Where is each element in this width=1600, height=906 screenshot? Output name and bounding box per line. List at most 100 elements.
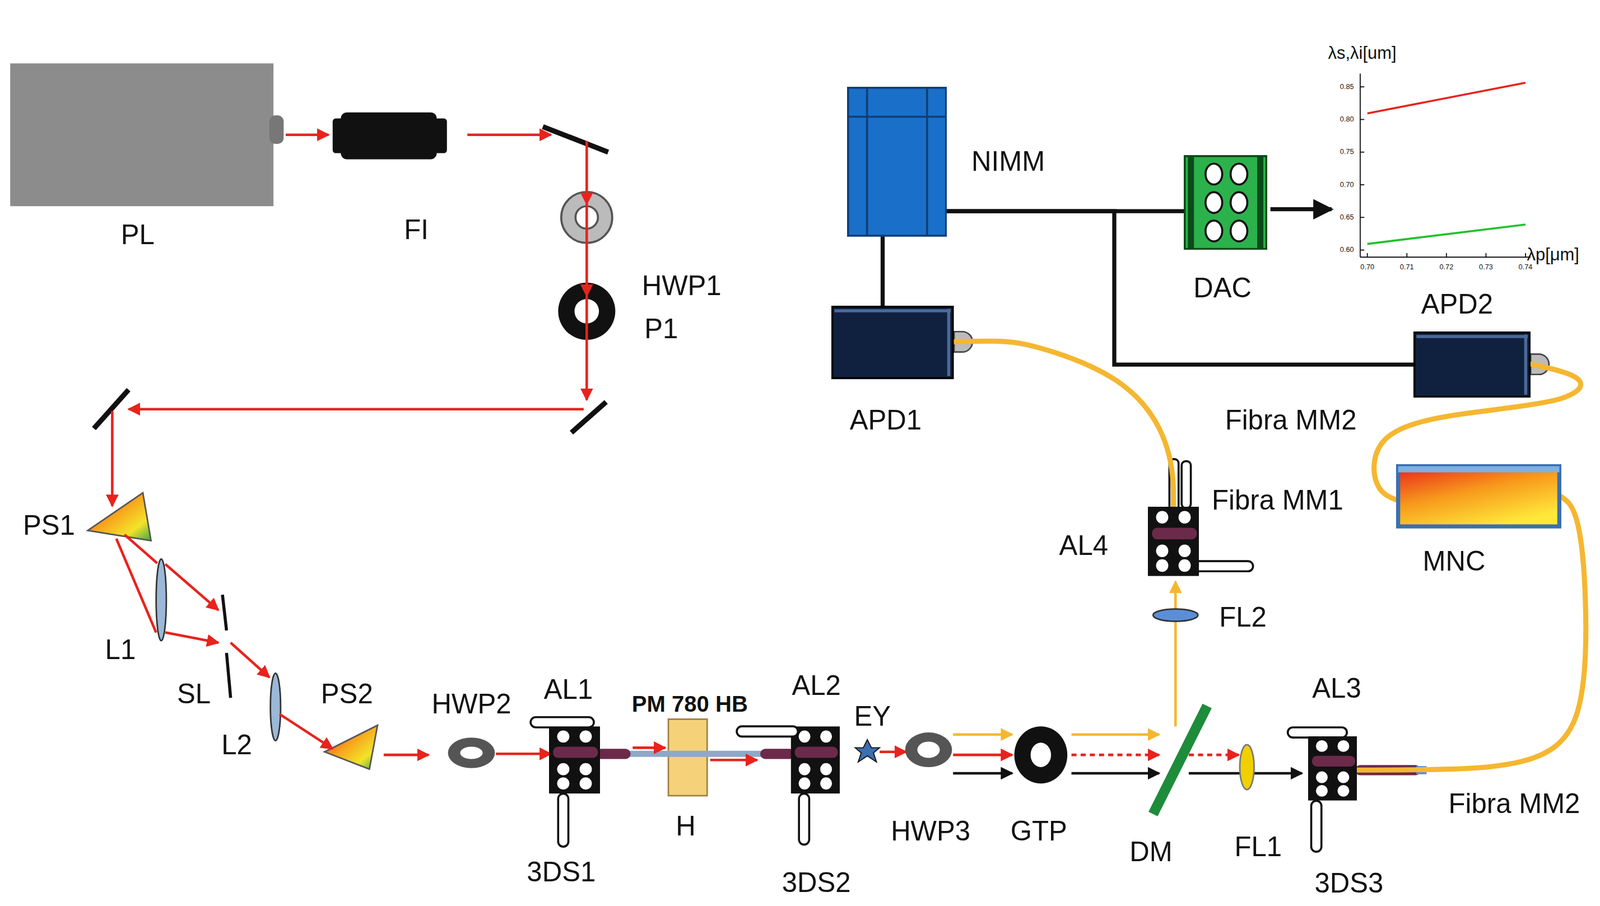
pump-laser (10, 63, 284, 207)
part-label: PS2 (321, 679, 374, 709)
part-label: L2 (221, 730, 253, 760)
shape-part (1397, 466, 1560, 527)
axis-tick: 0.71 (1400, 263, 1415, 272)
component-label: AL4 (1059, 531, 1109, 561)
wavelength-plot (1485, 253, 1487, 258)
optical-fiber (1356, 496, 1586, 771)
part-label: PL (121, 220, 155, 250)
laser-beam (632, 746, 665, 750)
slit (226, 653, 231, 699)
axis-tick: 0.65 (1340, 213, 1355, 221)
part-label: 3DS2 (782, 868, 851, 898)
half-wave-plate (905, 732, 953, 768)
axis-tick: 0.74 (1518, 263, 1533, 272)
pump-laser (269, 115, 285, 144)
laser-beam (285, 133, 329, 137)
aligner-mount: AL4 (1147, 507, 1199, 577)
shape-part (1230, 220, 1248, 242)
part-label: GTP (1010, 817, 1068, 847)
fiber-label: Fibra MM2 (1446, 789, 1583, 819)
photon-beams (1071, 754, 1160, 757)
aligner-mount (549, 726, 600, 794)
faraday-isolator (332, 112, 448, 160)
part-label: PM 780 HB (631, 692, 748, 716)
axis-tick: 0.85 (1340, 82, 1355, 91)
dichroic-mirror (1152, 706, 1208, 815)
photon-beams (952, 733, 1013, 737)
filter (1152, 609, 1254, 790)
glan-polarizer (1014, 726, 1068, 784)
axis-tick: 0.72 (1439, 263, 1454, 272)
shape-part (1414, 332, 1530, 398)
wavelength-plot (1360, 118, 1365, 120)
wavelength-plot (1360, 249, 1365, 251)
laser-beam (124, 535, 157, 564)
part-label: H (675, 812, 696, 842)
component-label: MNC (1422, 546, 1486, 576)
wavelength-plot (1367, 82, 1526, 114)
laser-beam (467, 133, 551, 137)
component-label: APD1 (849, 406, 922, 436)
part-label: DM (1129, 837, 1172, 867)
shape-outline (1183, 155, 1268, 250)
shape-part (866, 87, 869, 236)
shape-part (926, 87, 929, 236)
laser-beam (585, 204, 589, 297)
axis-tick: 0.60 (1340, 246, 1355, 254)
laser-beam (495, 752, 551, 756)
shape-outline (831, 305, 955, 380)
fiber-holder (668, 719, 708, 797)
shape-part (1230, 192, 1248, 213)
half-wave-plate (448, 737, 496, 769)
photon-beams (1071, 772, 1160, 776)
laser-beam (585, 141, 589, 205)
laser-beam (632, 747, 757, 761)
part-label: FL1 (1234, 832, 1282, 862)
translation-stage (530, 459, 1347, 853)
shape-part (1205, 220, 1223, 242)
mirror (94, 126, 609, 433)
dichroic-mirror (1152, 706, 1208, 815)
optical-fiber (954, 341, 1174, 508)
shape-part (1416, 335, 1528, 338)
shape-outline (847, 86, 948, 237)
wavelength-plot (1360, 73, 1531, 258)
lens (156, 559, 167, 641)
laser-beam (230, 643, 270, 678)
laser-beam (279, 714, 333, 750)
pm-fiber (596, 749, 631, 760)
translation-stage (1311, 801, 1322, 853)
shape-part (1230, 163, 1248, 185)
faraday-isolator (434, 118, 448, 154)
translation-stage (736, 726, 798, 737)
photon-beams (1188, 754, 1239, 757)
prism (87, 492, 378, 770)
part-label: λs,λi[um] (1328, 43, 1397, 63)
mirror (571, 402, 607, 434)
photon-beams (1071, 733, 1160, 737)
part-label: EY (854, 701, 892, 732)
component-label: DAC (1193, 273, 1252, 303)
shape-part (947, 309, 951, 377)
shape-part (1257, 156, 1264, 250)
translation-stage (1287, 727, 1348, 738)
shape-part (834, 309, 952, 313)
part-label: FI (403, 215, 429, 245)
wavelength-plot (1360, 184, 1365, 186)
shape-outline (1147, 507, 1199, 577)
axis-tick: 0.70 (1340, 180, 1355, 189)
photodetector: APD1 (831, 305, 955, 380)
glan-polarizer (1014, 726, 1068, 784)
wavelength-plot (1406, 253, 1408, 258)
shape-outline (1413, 331, 1531, 398)
part-label: 3DS1 (526, 858, 596, 888)
shape-part (1308, 736, 1357, 802)
part-label: λp[μm] (1526, 245, 1580, 265)
aligner-mount (791, 726, 840, 794)
pm-fiber (760, 749, 795, 760)
shape-part (848, 115, 947, 119)
translation-stage (798, 793, 809, 845)
shape-part (1184, 156, 1267, 250)
